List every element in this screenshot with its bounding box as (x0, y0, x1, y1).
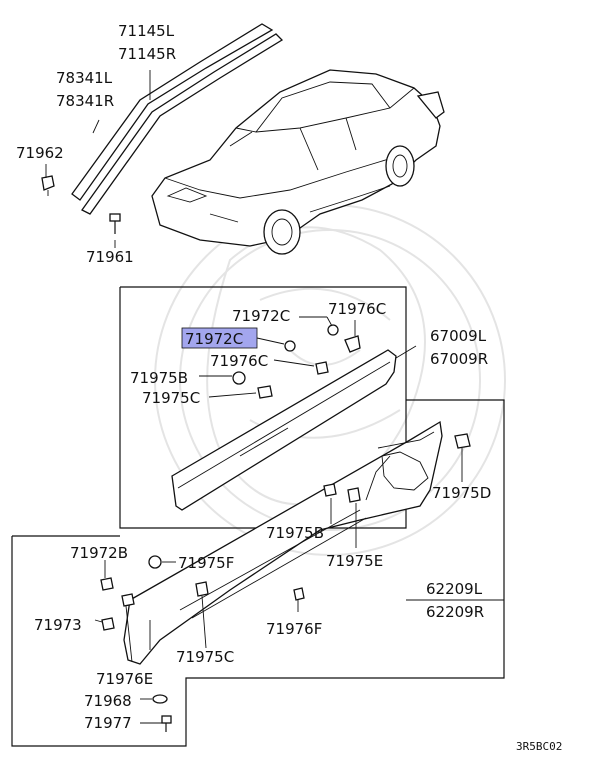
label-67009R: 67009R (430, 350, 488, 368)
roof-moulding-strips (71, 23, 284, 215)
label-71975F: 71975F (178, 554, 234, 572)
label-71975E: 71975E (326, 552, 383, 570)
diagram-code: 3R5BC02 (516, 740, 562, 753)
label-71972B: 71972B (70, 544, 128, 562)
label-71976C: 71976C (210, 352, 268, 370)
label-71977: 71977 (84, 714, 132, 732)
label-71968: 71968 (84, 692, 132, 710)
label-67009L: 67009L (430, 327, 487, 345)
side-sill-62209 (123, 420, 443, 665)
label-78341L: 78341L (56, 69, 113, 87)
label-71145R: 71145R (118, 45, 176, 63)
label-71976F: 71976F (266, 620, 322, 638)
label-71972C: 71972C (232, 307, 290, 325)
screw-71961 (109, 213, 121, 234)
label-71975C: 71975C (142, 389, 200, 407)
label-71975B: 71975B (266, 524, 324, 542)
label-71975B: 71975B (130, 369, 188, 387)
label-62209R: 62209R (426, 603, 484, 621)
label-71145L: 71145L (118, 22, 175, 40)
car-illustration (151, 69, 445, 255)
highlight-box (181, 327, 258, 349)
label-71975D: 71975D (432, 484, 491, 502)
label-71976E: 71976E (96, 670, 153, 688)
label-71976C: 71976C (328, 300, 386, 318)
label-71972C-highlighted[interactable]: 71972C (185, 330, 243, 348)
label-71962: 71962 (16, 144, 64, 162)
label-71975C: 71975C (176, 648, 234, 666)
label-62209L: 62209L (426, 580, 483, 598)
door-moulding-67009 (171, 349, 397, 511)
lower-frame-clips (100, 433, 471, 732)
label-71973: 71973 (34, 616, 82, 634)
label-78341R: 78341R (56, 92, 114, 110)
clip-71962 (41, 175, 55, 196)
label-71961: 71961 (86, 248, 134, 266)
upper-frame-clips (232, 324, 361, 399)
